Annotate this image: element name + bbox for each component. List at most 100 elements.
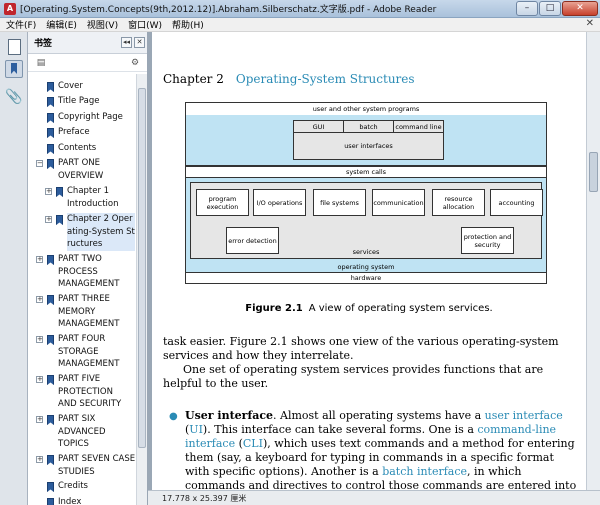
diagram-os-label: operating system [337, 263, 395, 271]
keyword-ui: UI [189, 423, 203, 436]
bookmark-icon [56, 215, 63, 225]
bookmark-part-one[interactable]: − PART ONE OVERVIEW [36, 158, 104, 181]
bookmark-part-three[interactable]: + PART THREE MEMORY MANAGEMENT [36, 294, 120, 329]
chapter-title: Operating-System Structures [235, 72, 415, 86]
bookmarks-title: 书签 [34, 39, 53, 49]
expand-toggle[interactable]: + [36, 255, 43, 263]
navigation-strip: 📎 [0, 32, 28, 505]
bookmark-contents[interactable]: Contents [28, 142, 136, 156]
bookmark-icon [47, 255, 54, 265]
figure-os-services: user and other system programs GUI batch… [185, 102, 547, 284]
bookmark-icon [47, 82, 54, 92]
keyword-batch-interface: batch interface [382, 465, 468, 478]
menu-file[interactable]: 文件(F) [6, 21, 37, 31]
keyword-cli: CLI [242, 437, 263, 450]
bookmark-icon [47, 335, 54, 345]
bookmark-icon [47, 97, 54, 107]
bookmark-index[interactable]: Index [28, 496, 136, 505]
bookmark-credits[interactable]: Credits [28, 480, 136, 494]
bookmark-icon [47, 415, 54, 425]
title-bar: A [Operating.System.Concepts(9th,2012.12… [0, 0, 600, 18]
bookmark-chapter-1[interactable]: + Chapter 1 Introduction [45, 186, 119, 209]
bookmark-part-two[interactable]: + PART TWO PROCESS MANAGEMENT [36, 254, 120, 289]
bookmark-settings-icon[interactable]: ⚙ [130, 58, 140, 68]
bookmark-part-six[interactable]: + PART SIX ADVANCED TOPICS [36, 414, 106, 449]
bullet-icon: ● [169, 411, 178, 422]
bookmark-part-four[interactable]: + PART FOUR STORAGE MANAGEMENT [36, 334, 120, 369]
close-panel-icon[interactable]: ✕ [134, 37, 145, 48]
bookmark-icon [47, 498, 54, 505]
document-scroll-thumb[interactable] [589, 152, 598, 192]
collapse-toggle[interactable]: − [36, 159, 43, 167]
keyword-user-interface: user interface [484, 409, 563, 422]
document-vertical-scrollbar[interactable] [586, 32, 600, 490]
bookmark-icon [47, 159, 54, 169]
page-thumbnails-icon[interactable] [5, 38, 23, 56]
window-controls: – □ ✕ [516, 1, 598, 16]
bookmark-tree: Cover Title Page Copyright Page Preface … [28, 74, 136, 505]
expand-toggle[interactable]: + [36, 455, 43, 463]
expand-toggle[interactable]: + [36, 415, 43, 423]
bookmark-part-seven[interactable]: + PART SEVEN CASE STUDIES [36, 454, 136, 477]
maximize-button[interactable]: □ [539, 1, 561, 16]
paragraph-user-interface: User interface. Almost all operating sys… [185, 409, 577, 490]
diagram-error-detection: error detection [226, 227, 279, 254]
diagram-resource-allocation: resource allocation [432, 189, 485, 216]
chapter-number: Chapter 2 [163, 72, 224, 86]
bookmark-icon [47, 144, 54, 154]
diagram-services-label: services [352, 248, 380, 256]
menu-view[interactable]: 视图(V) [86, 21, 119, 31]
expand-toggle[interactable]: + [36, 375, 43, 383]
bookmarks-header: 书签 ◂◂ ✕ [28, 32, 147, 54]
expand-toggle[interactable]: + [36, 295, 43, 303]
diagram-communication: communication [372, 189, 425, 216]
window-title: [Operating.System.Concepts(9th,2012.12)]… [20, 5, 437, 15]
expand-toggle[interactable]: + [45, 187, 52, 195]
pdf-page: Chapter 2 Operating-System Structures use… [152, 32, 586, 490]
menu-window[interactable]: 窗口(W) [128, 21, 163, 31]
document-area: Chapter 2 Operating-System Structures use… [148, 32, 600, 505]
document-close-icon[interactable]: ✕ [585, 18, 594, 29]
close-button[interactable]: ✕ [562, 1, 598, 16]
diagram-user-interfaces: user interfaces [293, 132, 444, 160]
bookmark-options-icon[interactable]: ▤ [36, 58, 46, 68]
menu-help[interactable]: 帮助(H) [172, 21, 204, 31]
bookmark-icon [47, 128, 54, 138]
caption-text: A view of operating system services. [308, 303, 493, 314]
diagram-protection-security: protection and security [461, 227, 514, 254]
minimize-button[interactable]: – [516, 1, 538, 16]
bookmarks-toolbar: ▤ ⚙ [28, 54, 147, 72]
bookmark-title-page[interactable]: Title Page [28, 95, 136, 109]
menu-edit[interactable]: 编辑(E) [46, 21, 77, 31]
bookmark-icon [47, 295, 54, 305]
bookmark-preface[interactable]: Preface [28, 126, 136, 140]
attachments-paperclip-icon[interactable]: 📎 [5, 89, 23, 105]
keyword-cli-full: command-line interface [185, 423, 557, 450]
bookmark-copyright-page[interactable]: Copyright Page [28, 111, 136, 125]
adobe-reader-icon: A [4, 2, 16, 15]
paragraph-2: One set of operating system services pro… [163, 363, 544, 390]
bookmarks-panel: 书签 ◂◂ ✕ ▤ ⚙ Cover Title Page Copyright P… [28, 32, 148, 505]
diagram-hardware: hardware [185, 272, 547, 284]
expand-toggle[interactable]: + [36, 335, 43, 343]
page-size-readout: 17.778 x 25.397 厘米 [162, 494, 247, 503]
collapse-panel-icon[interactable]: ◂◂ [121, 37, 132, 48]
bookmarks-panel-icon[interactable] [5, 60, 23, 78]
bookmark-chapter-2[interactable]: + Chapter 2 Operating-System Structures [45, 213, 135, 251]
status-bar: 17.778 x 25.397 厘米 [148, 490, 600, 505]
chapter-heading: Chapter 2 Operating-System Structures [163, 72, 415, 86]
diagram-user-programs: user and other system programs [185, 102, 547, 116]
bookmark-icon [47, 455, 54, 465]
diagram-accounting: accounting [490, 189, 543, 216]
paragraph-1: task easier. Figure 2.1 shows one view o… [163, 335, 559, 362]
bookmarks-scrollbar[interactable] [136, 74, 147, 505]
bookmark-icon [47, 375, 54, 385]
expand-toggle[interactable]: + [45, 215, 52, 223]
bookmarks-scroll-thumb[interactable] [138, 88, 146, 448]
diagram-io-operations: I/O operations [253, 189, 306, 216]
bookmark-part-five[interactable]: + PART FIVE PROTECTION AND SECURITY [36, 374, 122, 409]
bookmark-icon [47, 482, 54, 492]
bookmark-icon [56, 187, 63, 197]
bookmark-cover[interactable]: Cover [28, 80, 136, 94]
term-user-interface: User interface [185, 409, 274, 422]
